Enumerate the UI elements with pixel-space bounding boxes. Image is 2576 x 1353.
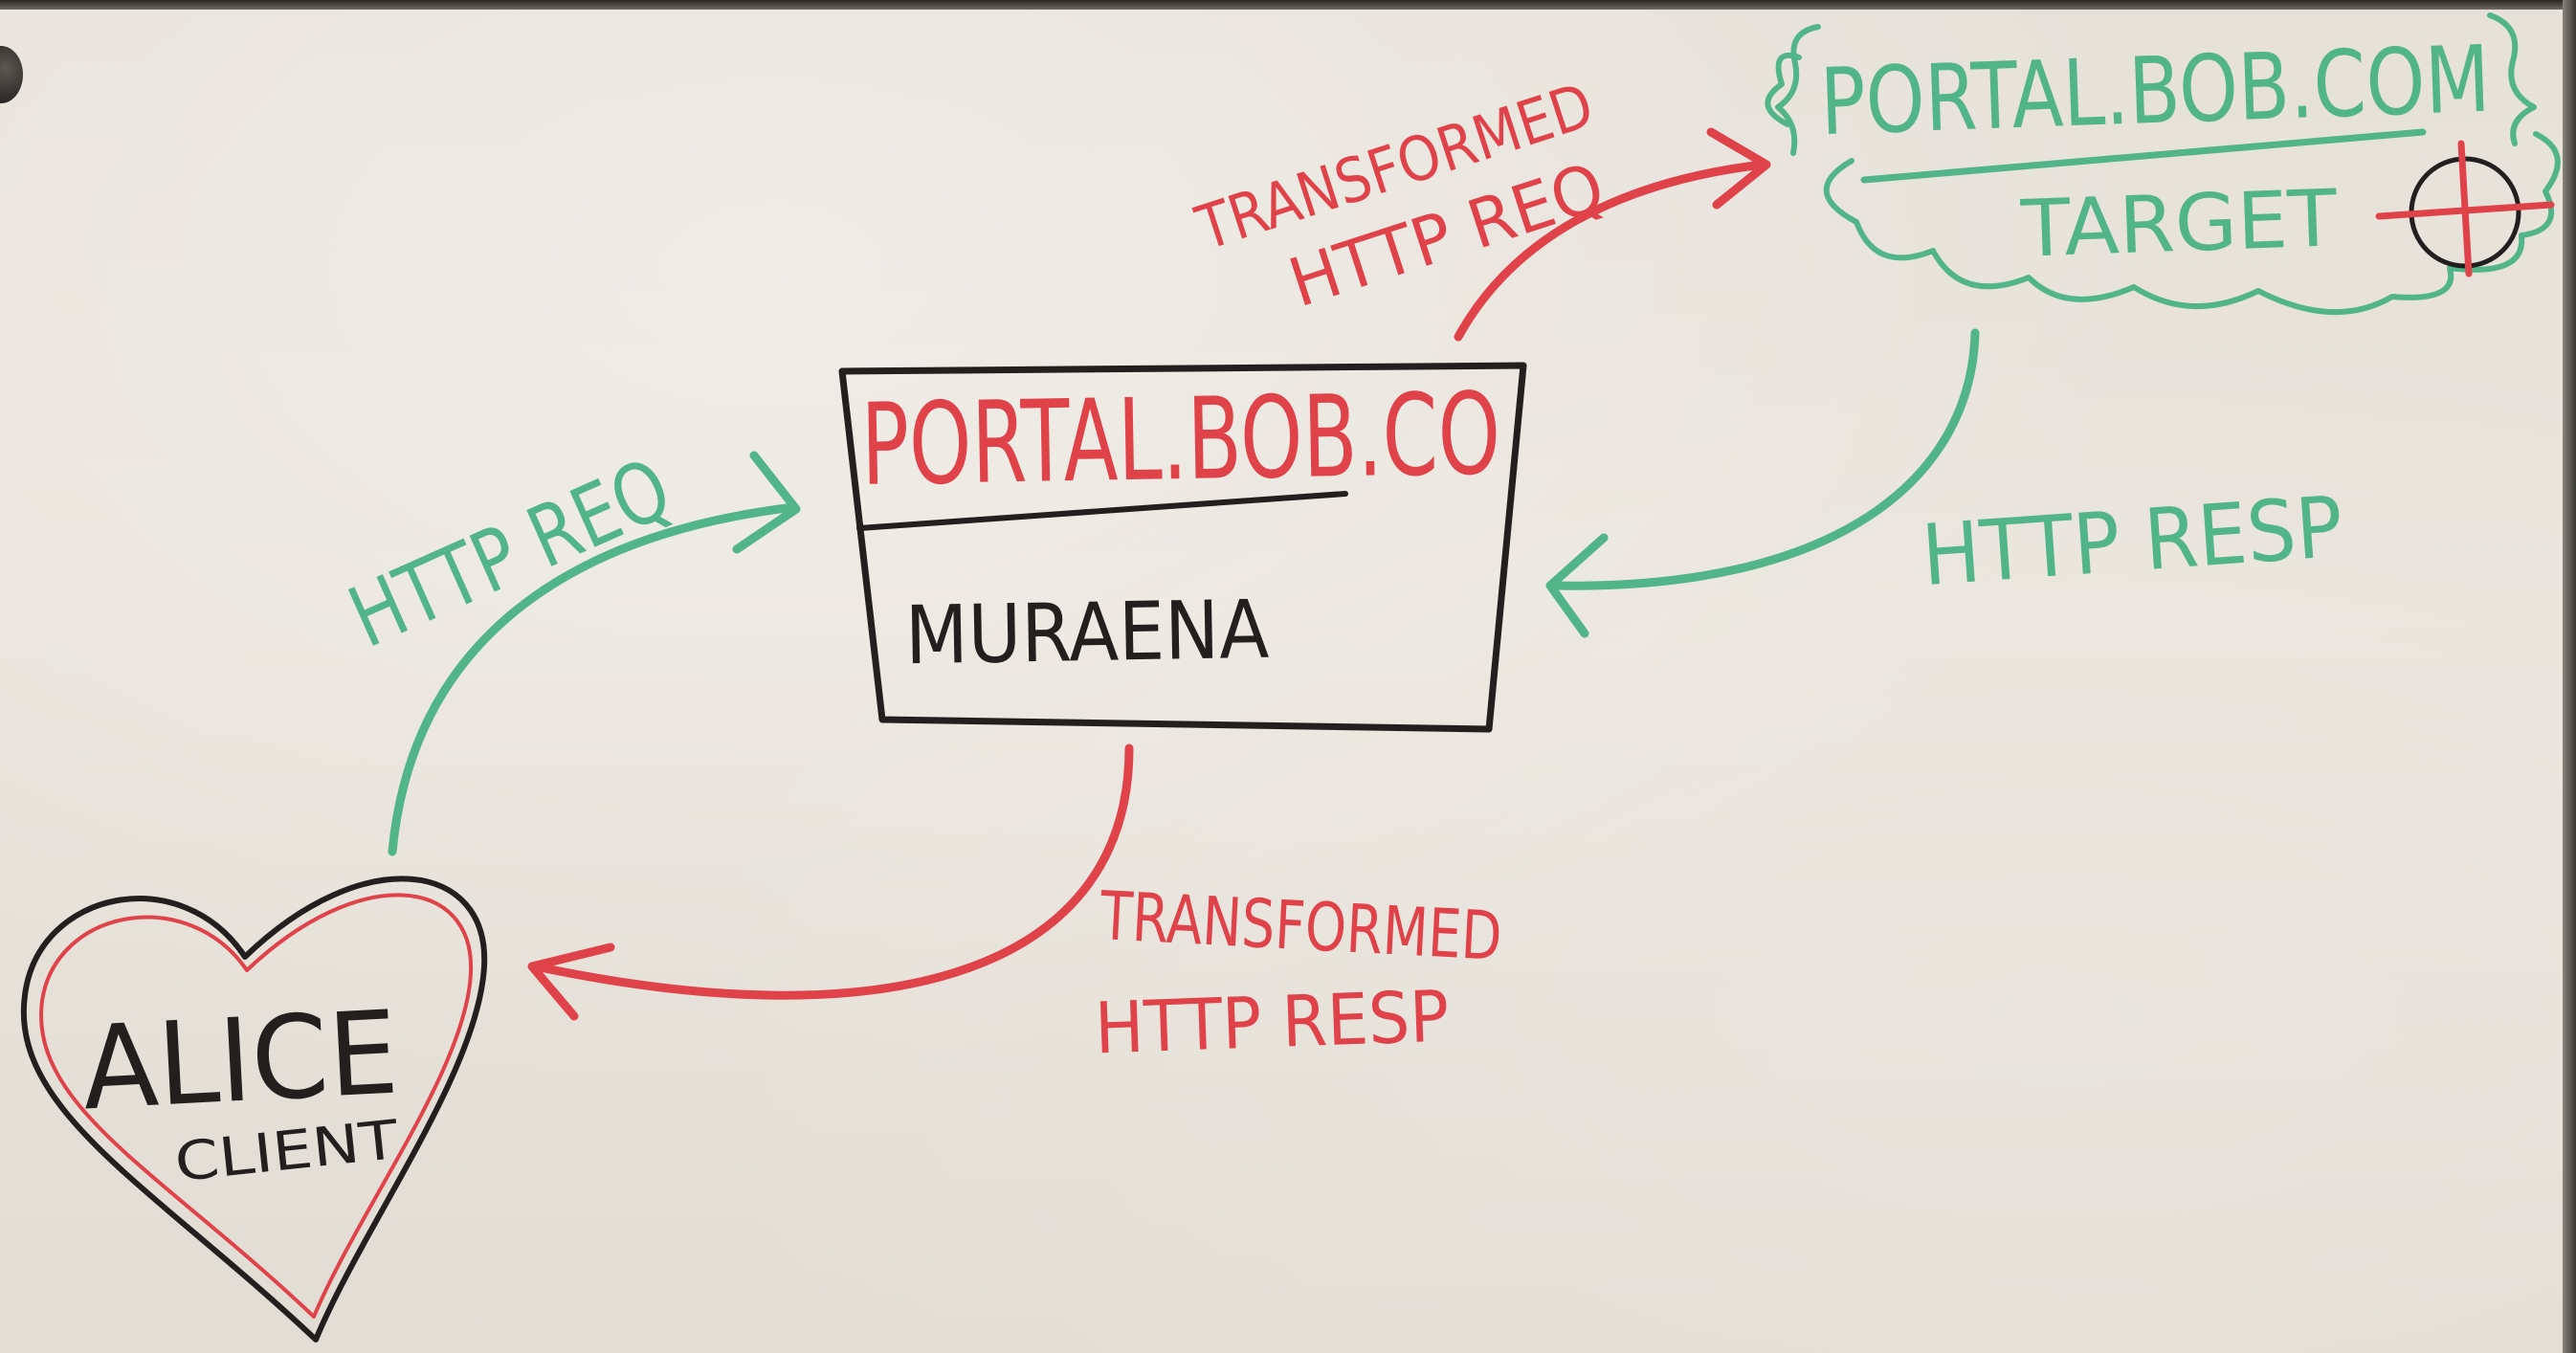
muraena-name-label: MURAENA bbox=[904, 583, 1270, 683]
transformed-http-resp-arrow: TRANSFORMED HTTP RESP bbox=[527, 743, 1503, 1071]
http-resp-arrow-head bbox=[1545, 533, 1609, 638]
transformed-http-resp-label-line2: HTTP RESP bbox=[1094, 976, 1451, 1071]
http-req-arrow-head bbox=[732, 451, 801, 554]
transformed-http-req-arrow-line bbox=[1454, 160, 1767, 342]
http-resp-label: HTTP RESP bbox=[1919, 477, 2345, 605]
target-node: PORTAL.BOB.COM TARGET bbox=[1765, 12, 2561, 316]
http-req-arrow-line bbox=[388, 502, 799, 856]
muraena-domain-label: PORTAL.BOB.CO bbox=[860, 367, 1501, 511]
board-frame-top bbox=[0, 0, 2576, 10]
muraena-node: PORTAL.BOB.CO MURAENA bbox=[838, 362, 1527, 733]
http-req-label: HTTP REQ bbox=[335, 439, 684, 667]
muraena-box-outline bbox=[838, 362, 1527, 733]
http-req-arrow: HTTP REQ bbox=[335, 439, 801, 856]
target-domain-underline bbox=[1860, 128, 2427, 184]
transformed-http-req-arrow: TRANSFORMED HTTP REQ bbox=[1188, 71, 1771, 342]
target-cloud-outline bbox=[1765, 53, 2561, 316]
http-resp-arrow-line bbox=[1547, 328, 1980, 590]
client-node: ALICE CLIENT bbox=[20, 876, 488, 1342]
http-resp-arrow: HTTP RESP bbox=[1545, 328, 2345, 638]
target-domain-label: PORTAL.BOB.COM bbox=[1818, 26, 2491, 156]
target-role-label: TARGET bbox=[2019, 173, 2340, 276]
transformed-http-resp-label-line1: TRANSFORMED bbox=[1098, 876, 1503, 976]
client-name-label: ALICE bbox=[79, 987, 402, 1136]
target-cloud-bracket-left bbox=[1775, 24, 1821, 156]
target-cloud-bracket-right bbox=[2487, 12, 2537, 146]
transformed-http-resp-arrow-line bbox=[531, 743, 1134, 1000]
board-frame-right bbox=[2563, 0, 2576, 1353]
crosshair-icon bbox=[2375, 140, 2555, 277]
muraena-box-divider bbox=[856, 491, 1348, 531]
transformed-http-resp-arrow-head bbox=[527, 943, 615, 1021]
client-heart-outline-black bbox=[20, 876, 488, 1342]
client-heart-outline-red bbox=[39, 893, 474, 1319]
transformed-http-req-arrow-head bbox=[1706, 127, 1771, 210]
